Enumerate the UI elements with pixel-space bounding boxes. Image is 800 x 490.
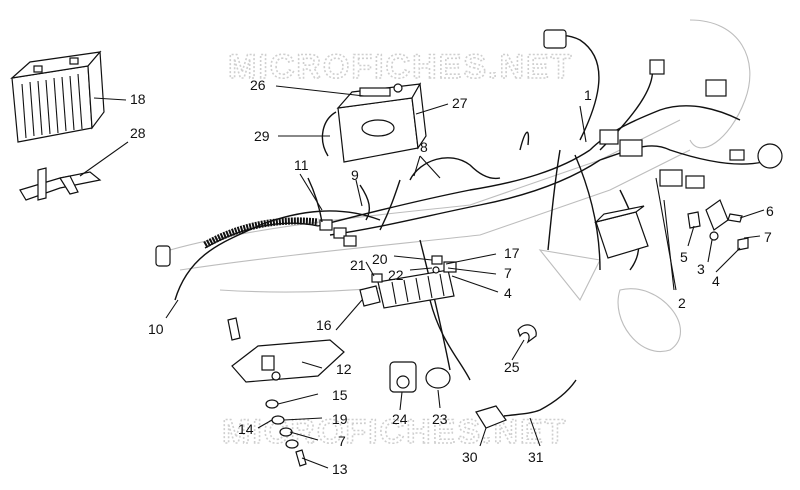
callout-9: 9 bbox=[351, 167, 359, 183]
callout-4-right: 4 bbox=[712, 273, 720, 289]
side-bracket bbox=[687, 199, 749, 251]
relay-30 bbox=[475, 405, 507, 429]
callout-7-right: 7 bbox=[764, 229, 772, 245]
lead-31 bbox=[503, 379, 577, 417]
callout-6: 6 bbox=[766, 203, 774, 219]
callout-3: 3 bbox=[697, 261, 705, 277]
callout-18: 18 bbox=[130, 91, 146, 107]
callout-30: 30 bbox=[462, 449, 478, 465]
callout-labels: 1 2 3 4 4 5 6 7 7 7 8 9 10 11 12 13 14 1… bbox=[130, 77, 774, 477]
callout-22: 22 bbox=[388, 267, 404, 283]
hardware-stack bbox=[265, 399, 307, 467]
frame-outline bbox=[169, 19, 751, 353]
callout-16: 16 bbox=[316, 317, 332, 333]
watermark-top: MICROFICHES.NET bbox=[228, 48, 573, 86]
callout-24: 24 bbox=[392, 411, 408, 427]
sensor-23 bbox=[425, 367, 451, 389]
connector-cluster-right bbox=[543, 29, 783, 189]
wire-9 bbox=[359, 184, 371, 221]
callout-1: 1 bbox=[584, 87, 592, 103]
wire-11 bbox=[307, 177, 323, 223]
connector-cluster-left bbox=[155, 219, 357, 267]
callout-29: 29 bbox=[254, 128, 270, 144]
conduit-sleeve bbox=[203, 217, 319, 249]
callout-23: 23 bbox=[432, 411, 448, 427]
leader-lines bbox=[79, 85, 765, 469]
callout-2: 2 bbox=[678, 295, 686, 311]
callout-28: 28 bbox=[130, 125, 146, 141]
callout-4-center: 4 bbox=[504, 285, 512, 301]
callout-12: 12 bbox=[336, 361, 352, 377]
callout-19: 19 bbox=[332, 411, 348, 427]
callout-10: 10 bbox=[148, 321, 164, 337]
callout-13: 13 bbox=[332, 461, 348, 477]
battery-spare bbox=[10, 50, 105, 143]
callout-20: 20 bbox=[372, 251, 388, 267]
battery-cable-29 bbox=[321, 111, 337, 157]
regulator bbox=[594, 205, 649, 259]
cable-clip bbox=[517, 324, 537, 344]
fuse-box bbox=[359, 269, 455, 309]
callout-7-center: 7 bbox=[504, 265, 512, 281]
callout-27: 27 bbox=[452, 95, 468, 111]
battery bbox=[336, 82, 427, 163]
callout-31: 31 bbox=[528, 449, 544, 465]
callout-17: 17 bbox=[504, 245, 520, 261]
battery-bracket bbox=[19, 167, 102, 201]
callout-15: 15 bbox=[332, 387, 348, 403]
callout-14: 14 bbox=[238, 421, 254, 437]
callout-26: 26 bbox=[250, 77, 266, 93]
callout-25: 25 bbox=[504, 359, 520, 375]
callout-11: 11 bbox=[294, 157, 309, 173]
callout-21: 21 bbox=[350, 257, 366, 273]
callout-8: 8 bbox=[420, 139, 428, 155]
mounting-plate bbox=[227, 317, 345, 383]
callout-7-bottom: 7 bbox=[338, 433, 346, 449]
horn bbox=[389, 361, 417, 393]
callout-5: 5 bbox=[680, 249, 688, 265]
